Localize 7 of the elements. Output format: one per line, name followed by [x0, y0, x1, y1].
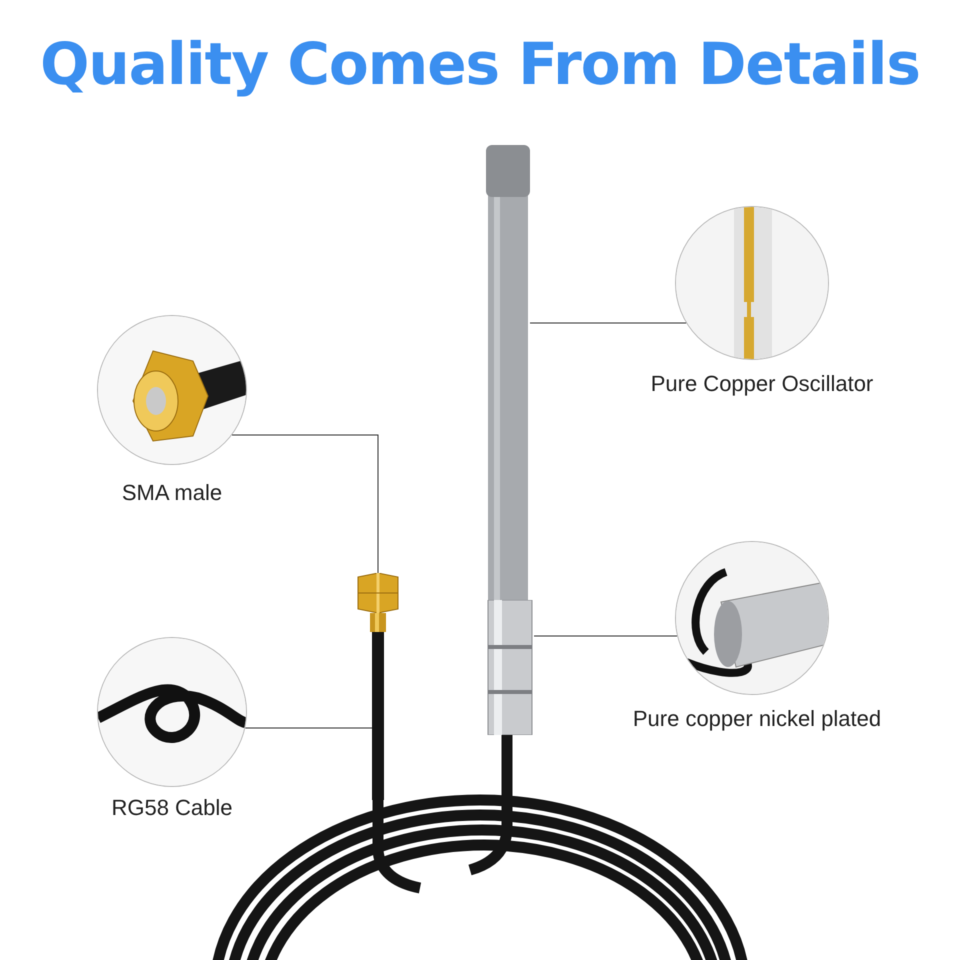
part-label: RG58 Cable [110, 795, 234, 821]
part-label: SMA male [120, 480, 224, 506]
part-label: Pure copper nickel plated [632, 706, 882, 732]
part-label: Pure Copper Oscillator [650, 371, 874, 397]
leader-line [530, 322, 687, 324]
leader-line [232, 434, 378, 574]
title: Quality Comes From Details [39, 30, 921, 98]
